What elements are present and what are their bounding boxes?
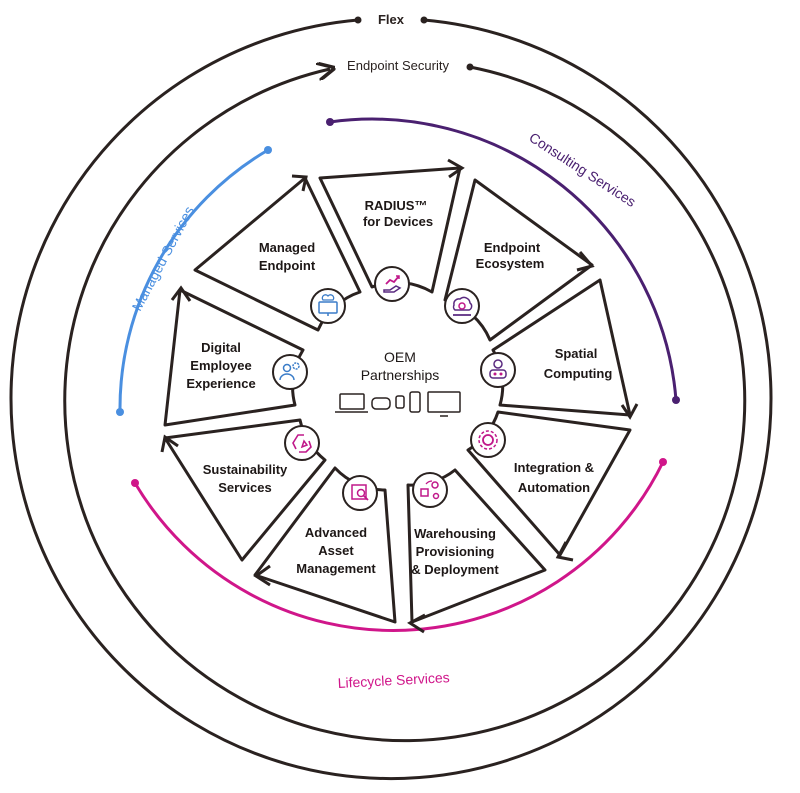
segment-label-sustainability-2: Services bbox=[218, 480, 272, 495]
cloud-laptop-icon bbox=[444, 288, 480, 324]
phone-icon bbox=[409, 391, 421, 413]
segment-label-digital-3: Experience bbox=[186, 376, 255, 391]
segment-label-managed-2: Endpoint bbox=[259, 258, 316, 273]
segment-label-spatial-1: Spatial bbox=[555, 346, 598, 361]
laptop-icon bbox=[335, 393, 368, 413]
consulting-services-label: Consulting Services bbox=[526, 129, 638, 210]
gear-cycle-icon bbox=[470, 422, 506, 458]
segment-label-integration-2: Automation bbox=[518, 480, 590, 495]
segment-label-radius-1: RADIUS™ bbox=[365, 198, 428, 213]
flex-ring: Flex bbox=[9, 12, 773, 780]
endpoint-security-ring: Endpoint Security bbox=[63, 58, 747, 743]
endpoint-security-label: Endpoint Security bbox=[347, 58, 449, 73]
segment-label-ecosystem-1: Endpoint bbox=[484, 240, 541, 255]
center-label-2: Partnerships bbox=[361, 367, 440, 383]
flex-label: Flex bbox=[378, 12, 405, 27]
asset-search-icon bbox=[342, 475, 378, 511]
delivery-icon bbox=[412, 472, 448, 508]
segment-labels: RADIUS™ for Devices Endpoint Ecosystem S… bbox=[186, 198, 612, 577]
employee-gear-icon bbox=[272, 354, 308, 390]
monitor-icon bbox=[427, 391, 461, 417]
segment-label-asset-2: Asset bbox=[318, 543, 354, 558]
center-label-1: OEM bbox=[384, 349, 416, 365]
recycle-icon bbox=[284, 425, 320, 461]
vr-headset-icon bbox=[480, 352, 516, 388]
lifecycle-services-label: Lifecycle Services bbox=[337, 669, 450, 691]
segment-label-asset-1: Advanced bbox=[305, 525, 367, 540]
monitor-cloud-icon bbox=[310, 288, 346, 324]
watch-icon bbox=[395, 395, 405, 409]
center-oem: OEM Partnerships bbox=[361, 349, 440, 383]
segment-label-managed-1: Managed bbox=[259, 240, 315, 255]
devices-icon bbox=[335, 391, 461, 417]
headset-icon bbox=[371, 397, 391, 410]
segment-label-asset-3: Management bbox=[296, 561, 376, 576]
segment-label-sustainability-1: Sustainability bbox=[203, 462, 288, 477]
segment-label-digital-1: Digital bbox=[201, 340, 241, 355]
segment-label-ecosystem-2: Ecosystem bbox=[476, 256, 545, 271]
hand-graph-icon bbox=[374, 266, 410, 302]
segment-label-radius-2: for Devices bbox=[363, 214, 433, 229]
lifecycle-services-arc: Lifecycle Services bbox=[131, 458, 667, 691]
segment-label-digital-2: Employee bbox=[190, 358, 251, 373]
segment-label-integration-1: Integration & bbox=[514, 460, 594, 475]
segment-label-warehousing-2: Provisioning bbox=[416, 544, 495, 559]
segment-label-warehousing-3: & Deployment bbox=[411, 562, 499, 577]
segment-label-warehousing-1: Warehousing bbox=[414, 526, 496, 541]
segment-label-spatial-2: Computing bbox=[544, 366, 613, 381]
